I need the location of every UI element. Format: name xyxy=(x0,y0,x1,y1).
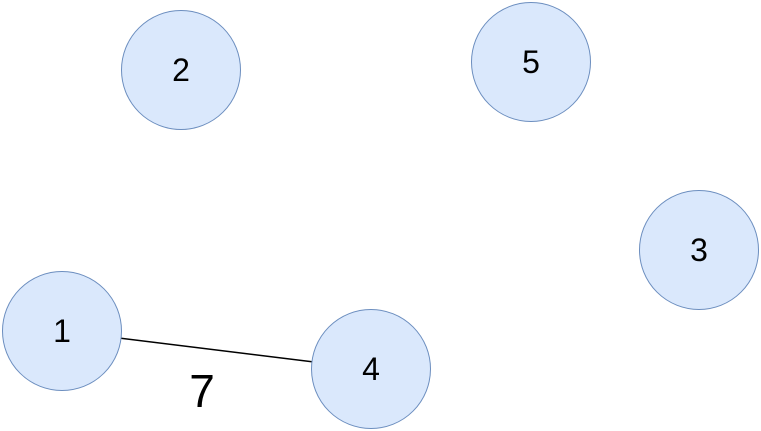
graph-node-1[interactable]: 1 xyxy=(2,271,122,391)
node-label-4: 4 xyxy=(362,351,380,387)
graph-node-2[interactable]: 2 xyxy=(121,10,241,130)
node-label-2: 2 xyxy=(172,52,190,88)
node-label-1: 1 xyxy=(53,313,71,349)
graph-node-3[interactable]: 3 xyxy=(639,190,759,310)
graph-node-4[interactable]: 4 xyxy=(311,309,431,429)
graph-node-5[interactable]: 5 xyxy=(471,2,591,122)
edge-weight-label: 7 xyxy=(189,365,215,417)
node-label-3: 3 xyxy=(690,232,708,268)
node-label-5: 5 xyxy=(522,44,540,80)
